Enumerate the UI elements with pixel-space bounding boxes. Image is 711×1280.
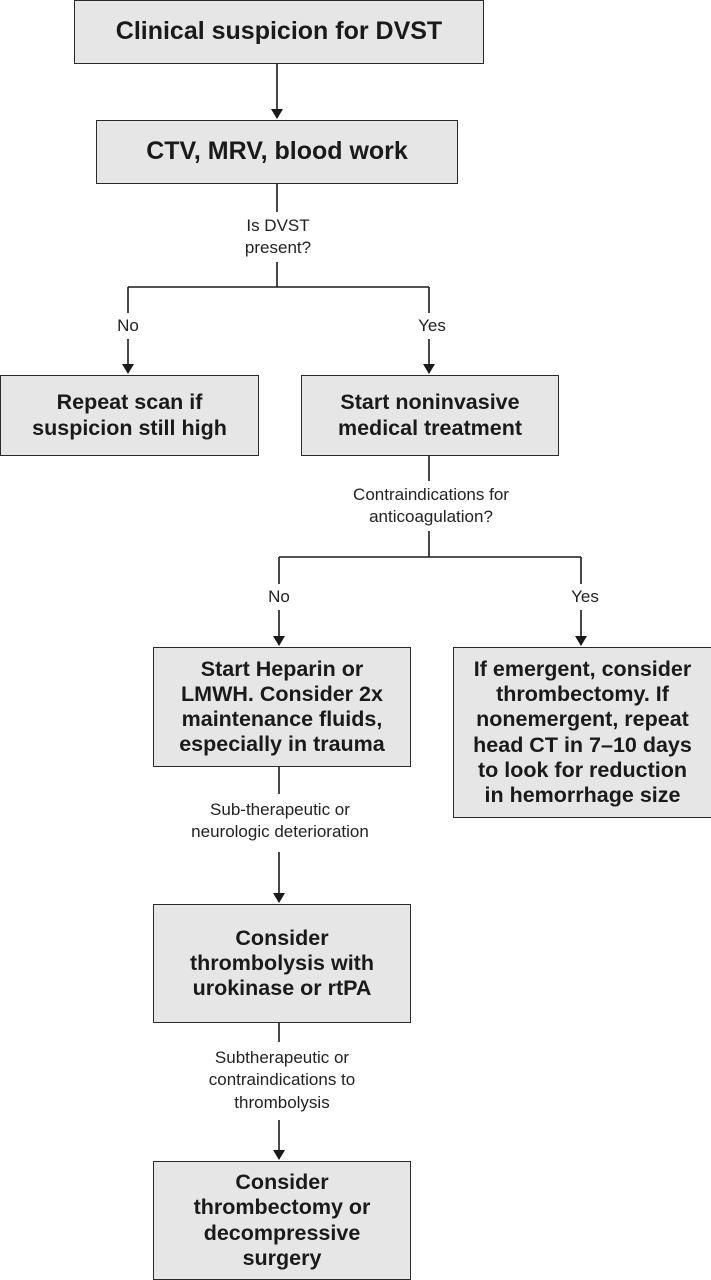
- surgery-box: Consider thrombectomy or decompressive s…: [153, 1161, 411, 1280]
- clinical-suspicion-box: Clinical suspicion for DVST: [74, 0, 484, 64]
- branch-no-label: No: [117, 316, 139, 335]
- branch-yes-label: Yes: [418, 316, 446, 335]
- condition-deterioration: Sub-therapeutic or neurologic deteriorat…: [191, 800, 369, 842]
- heparin-box: Start Heparin or LMWH. Consider 2x maint…: [153, 647, 411, 767]
- imaging-box: CTV, MRV, blood work: [96, 120, 458, 184]
- branch-no-label-2: No: [268, 587, 290, 606]
- decision-dvst-present: Is DVST present?: [244, 216, 312, 258]
- condition-subtherapeutic: Subtherapeutic or contraindications to t…: [208, 1048, 356, 1112]
- branch-yes-label-2: Yes: [571, 587, 599, 606]
- thrombolysis-box: Consider thrombolysis with urokinase or …: [153, 904, 411, 1023]
- emergent-thrombectomy-box: If emergent, consider thrombectomy. If n…: [453, 647, 711, 818]
- repeat-scan-box: Repeat scan if suspicion still high: [0, 375, 259, 456]
- noninvasive-treatment-box: Start noninvasive medical treatment: [301, 375, 559, 456]
- decision-contraindications: Contraindications for anticoagulation?: [353, 485, 509, 527]
